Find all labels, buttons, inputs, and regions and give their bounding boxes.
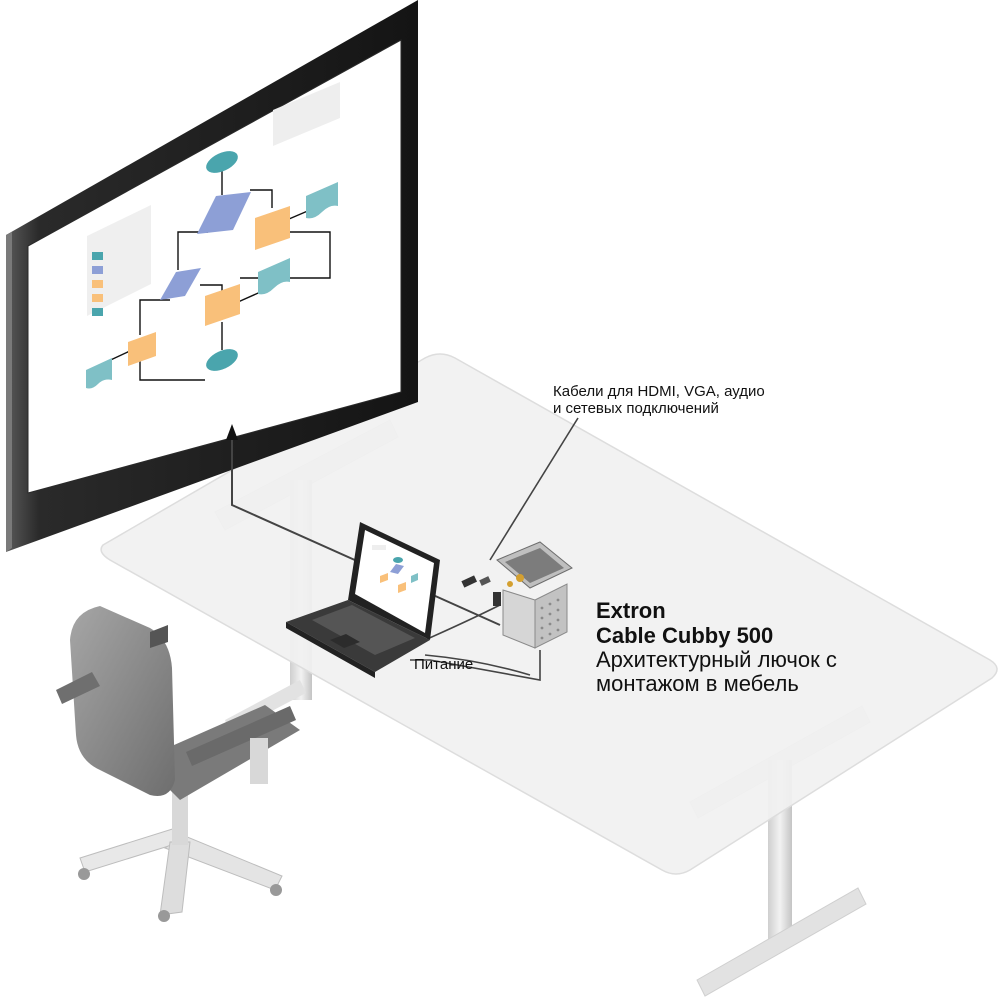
cables-label: Кабели для HDMI, VGA, аудио и сетевых по… [553, 383, 765, 417]
cable-bundle [410, 417, 579, 681]
flat-panel-display-icon [6, 0, 418, 552]
product-callout: Extron Cable Cubby 500 Архитектурный люч… [596, 598, 837, 696]
laptop-icon [286, 522, 440, 678]
product-brand: Extron [596, 598, 666, 623]
cable-cubby-enclosure-icon [461, 541, 573, 649]
product-desc-line1: Архитектурный лючок с [596, 647, 837, 672]
power-label: Питание [414, 656, 474, 673]
product-model: Cable Cubby 500 [596, 623, 774, 648]
product-desc-line2: монтажом в мебель [596, 671, 799, 696]
cables-label-line2: и сетевых подключений [553, 400, 719, 417]
office-chair-icon [56, 606, 300, 922]
cables-label-line1: Кабели для HDMI, VGA, аудио [553, 383, 765, 400]
